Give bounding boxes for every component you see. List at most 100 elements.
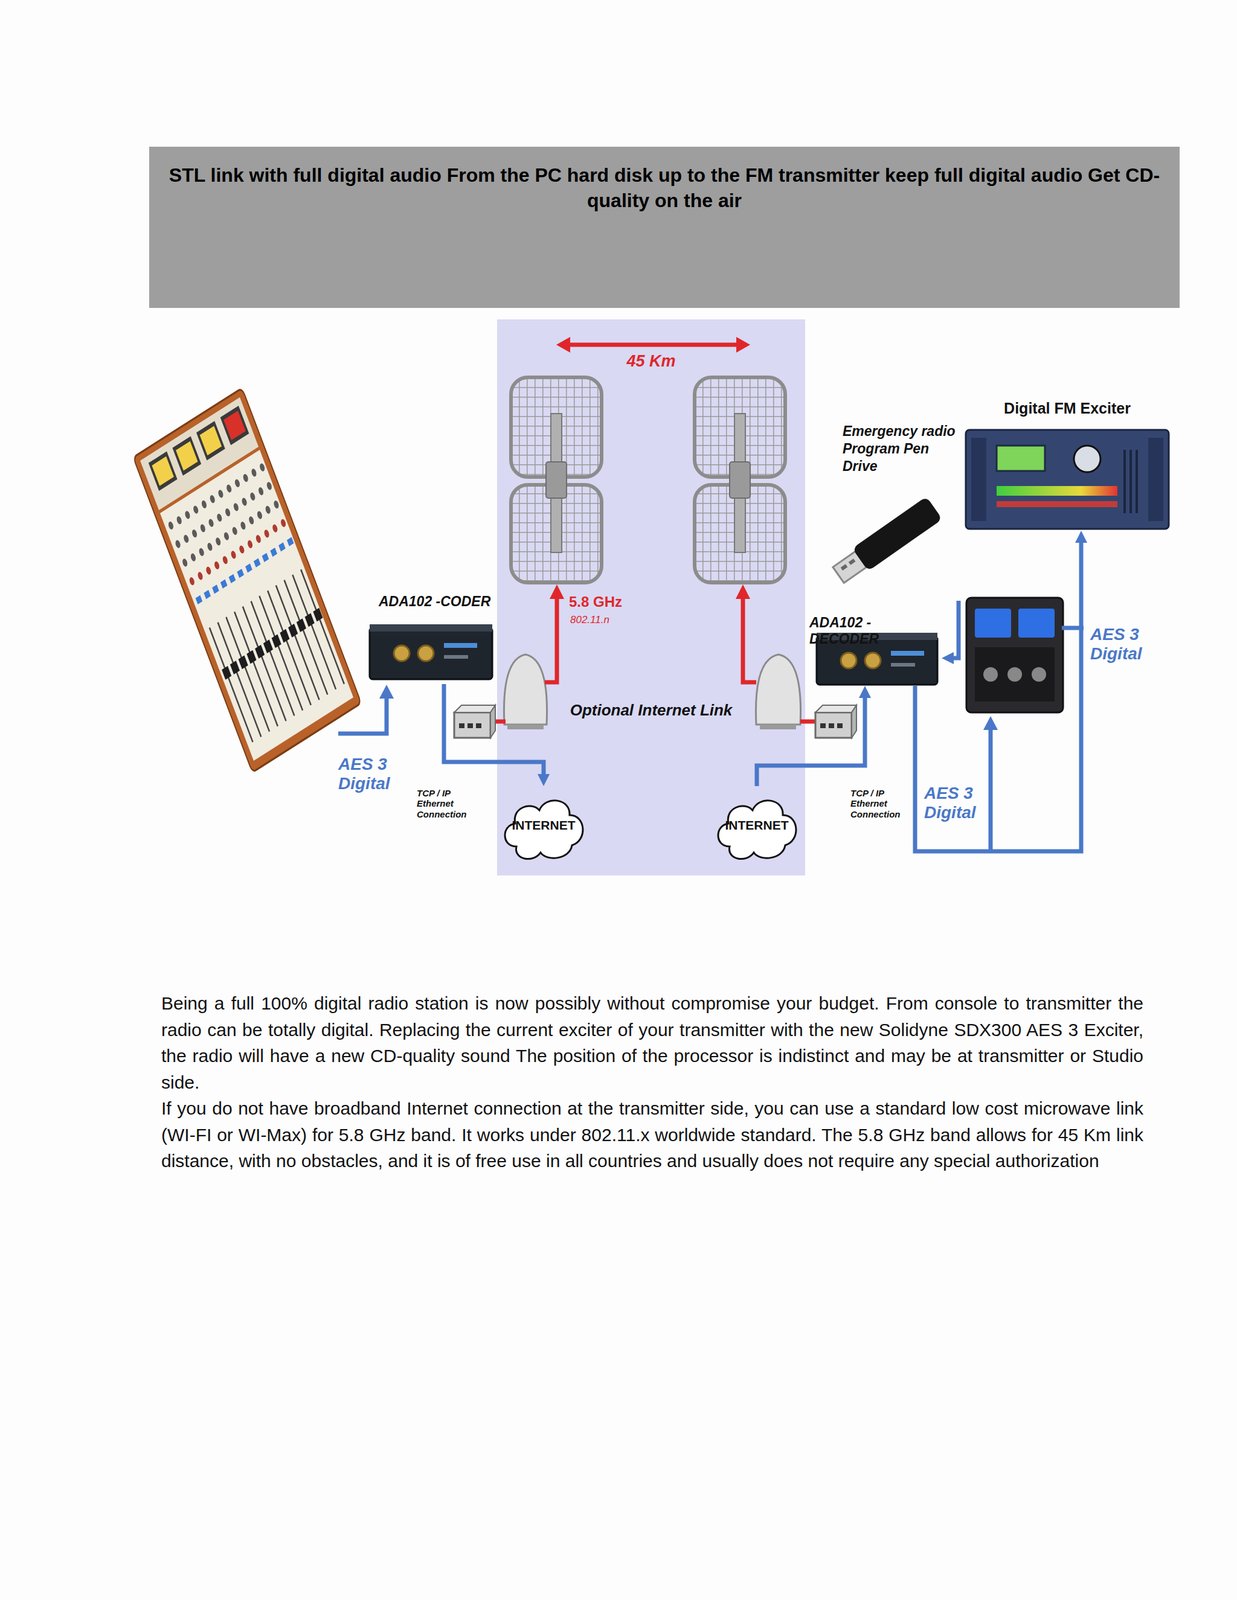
usb-drive: Emergency radio Program Pen Drive (842, 422, 966, 601)
standard-label: 802.11.n (570, 614, 610, 627)
cloud-outline (718, 800, 797, 860)
ethernet-switch (467, 723, 473, 729)
mixing-console (132, 388, 362, 774)
outdoor-radio-unit (503, 654, 547, 725)
coder-unit (369, 624, 493, 680)
title-band: STL link with full digital audio From th… (149, 146, 1180, 309)
fm-exciter (1124, 449, 1137, 514)
audio-processor (966, 597, 1064, 713)
body-paragraph: Being a full 100% digital radio station … (161, 990, 1144, 1096)
cloud-outline (504, 800, 583, 860)
signal-connector (756, 698, 865, 787)
link-panel-ground (497, 319, 806, 876)
mixing-console (223, 410, 246, 441)
fm-exciter (971, 437, 987, 522)
mixing-console (240, 472, 331, 697)
audio-processor (1031, 667, 1047, 682)
console-output-arrow (338, 684, 394, 734)
rf-link-line (495, 719, 506, 725)
signal-connector (443, 684, 544, 775)
grid-antenna (510, 377, 602, 583)
signal-connector (953, 600, 959, 659)
mixing-console (172, 436, 202, 476)
console-output-arrow (379, 684, 394, 699)
distance-label: 45 Km (608, 352, 694, 371)
ethernet-switch (820, 723, 826, 729)
audio-processor (983, 667, 998, 682)
mixing-console (220, 405, 250, 446)
node-label: INTERNET (725, 818, 789, 833)
coder-unit (393, 645, 410, 662)
rf-link-line (800, 719, 816, 725)
mixing-console (196, 420, 226, 461)
ethernet-switch (475, 723, 482, 729)
fm-exciter (965, 430, 1169, 530)
processor-audio-line (988, 729, 993, 852)
connection-label: TCP / IP Ethernet Connection (850, 788, 908, 820)
link-panel: INTERNET INTERNET Optional Internet Link (497, 319, 806, 876)
ethernet-switch (851, 705, 857, 739)
grid-antenna (694, 377, 786, 583)
outdoor-radio-unit (507, 724, 544, 730)
usb-stick (848, 558, 856, 566)
title: STL link with full digital audio From th… (167, 162, 1162, 214)
ethernet-switch (837, 723, 843, 729)
connection-label: TCP / IP Ethernet Connection (416, 788, 475, 820)
node-label: Digital FM Exciter (1003, 399, 1131, 418)
node-label: INTERNET (512, 818, 576, 833)
coder-unit (369, 624, 493, 632)
mixing-console (160, 449, 354, 762)
distance-arrow (736, 337, 751, 353)
outdoor-radio-unit (755, 654, 801, 725)
signal-label: AES 3 Digital (338, 755, 399, 794)
audio-processor (1018, 608, 1055, 638)
node-label: ADA102 -CODER (378, 593, 491, 611)
decoder-unit (890, 663, 916, 667)
console-output-arrow (338, 698, 387, 734)
coder-unit (369, 628, 493, 680)
internet-cloud: INTERNET (498, 786, 589, 865)
mixing-console (249, 467, 339, 692)
mixing-console (132, 388, 362, 774)
rf-arrowhead (735, 584, 751, 600)
grid-antenna (694, 377, 786, 583)
coder-unit (443, 655, 469, 659)
ethernet-switch (828, 723, 835, 729)
usb-stick (830, 496, 943, 587)
decoder-device: ADA102 - DECODER (809, 614, 942, 687)
node-label: Optional Internet Link (570, 701, 733, 720)
audio-processor (966, 597, 1064, 713)
exciter-device: Digital FM Exciter (965, 399, 1169, 531)
signal-label: AES 3 Digital (1090, 625, 1151, 664)
internet-cloud: INTERNET (711, 786, 803, 865)
signal-connector (915, 542, 1082, 852)
distance-arrow (567, 343, 739, 348)
audio-processor (974, 608, 1012, 638)
mixing-console (148, 451, 178, 492)
distance-arrow (556, 337, 751, 353)
rf-link-line (742, 597, 757, 683)
mixing-console (199, 425, 222, 456)
ethernet-switch (454, 712, 491, 739)
coder-device: ADA102 -CODER (369, 593, 503, 685)
audio-processor (974, 647, 1055, 702)
ethernet-switch (454, 705, 496, 713)
ethernet-switch (815, 712, 852, 739)
signal-label: AES 3 Digital (924, 783, 985, 823)
decoder-unit (840, 652, 857, 669)
audio-processor (1007, 667, 1022, 682)
decoder-unit (890, 651, 925, 656)
fm-exciter (996, 486, 1118, 496)
processor-audio-line (983, 716, 998, 731)
ethernet-switch (490, 705, 496, 739)
coder-unit (417, 645, 434, 662)
usb-stick (852, 496, 943, 572)
rf-link-line (495, 597, 816, 722)
decoder-unit (864, 652, 881, 669)
fm-exciter (996, 501, 1118, 508)
rf-arrowhead (549, 584, 565, 600)
fm-exciter (996, 445, 1045, 472)
fm-exciter (1148, 437, 1164, 522)
mixing-console (175, 441, 198, 472)
fm-exciter (1073, 445, 1101, 473)
